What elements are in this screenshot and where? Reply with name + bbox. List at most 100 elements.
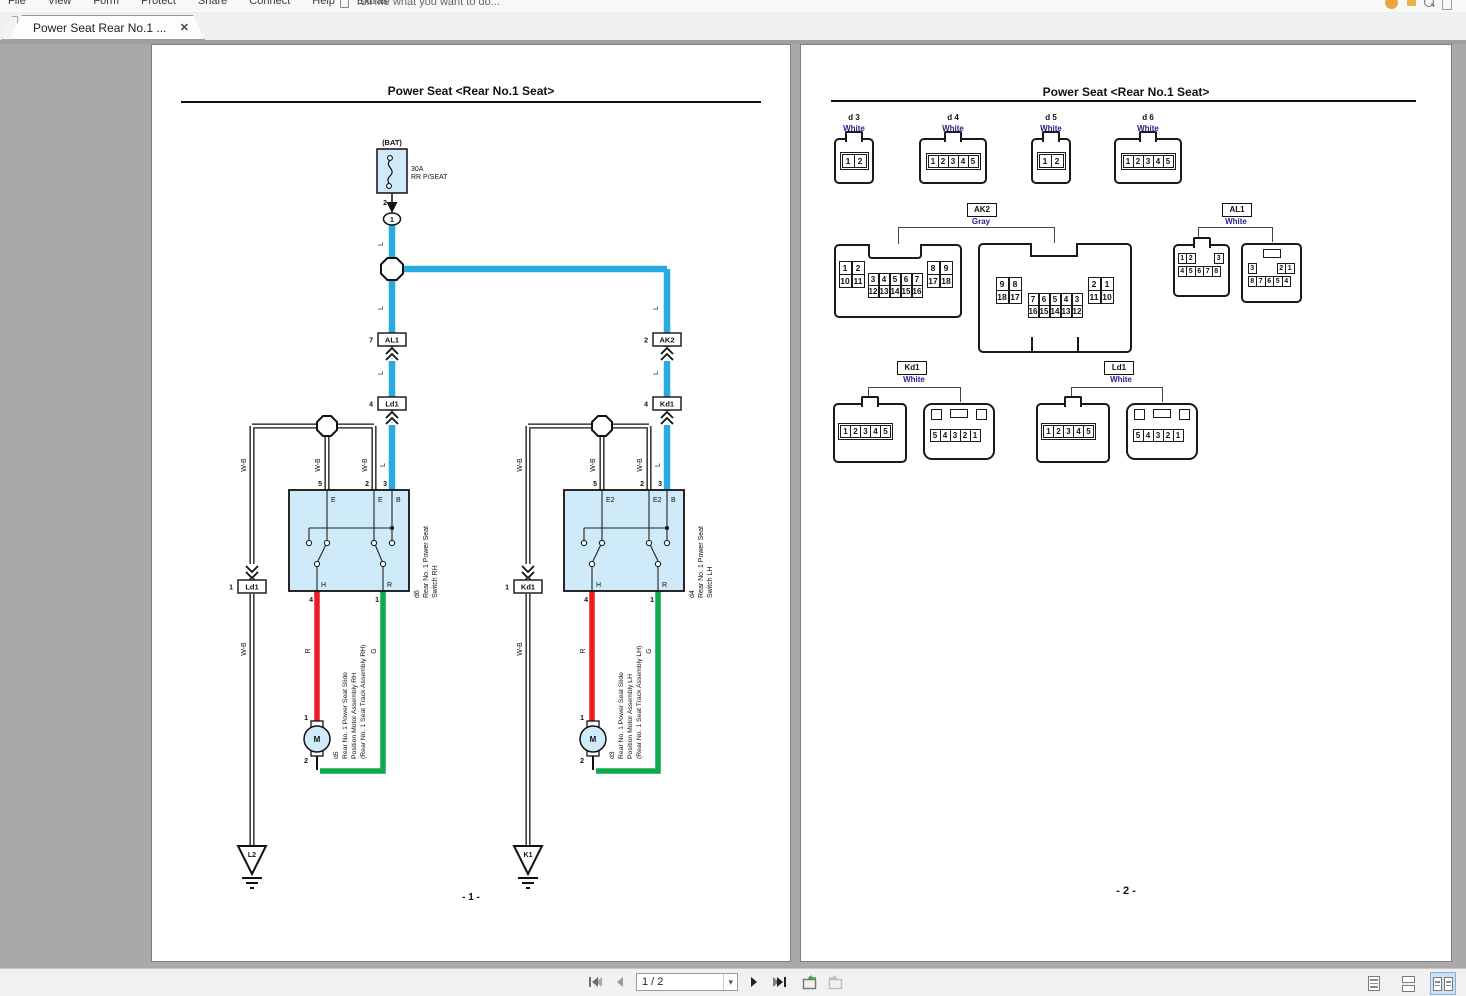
fuse-source-label: (BAT) xyxy=(382,138,402,147)
page-number-input[interactable]: 1 / 2 ▾ xyxy=(636,973,738,991)
pin-cell xyxy=(1195,253,1216,264)
fuse-node-number: 1 xyxy=(390,217,394,224)
term-e2: E xyxy=(378,497,383,504)
connector-id: d 4 xyxy=(947,113,959,122)
previous-view-button[interactable] xyxy=(801,973,819,991)
single-page-icon xyxy=(1368,976,1380,991)
connector-latch xyxy=(861,396,879,407)
connector-ld1-top: Ld1 xyxy=(385,400,398,409)
tell-me-text: Tell me what you want to do... xyxy=(355,0,500,8)
pin-cell: 15 xyxy=(1038,304,1050,318)
tell-me-box[interactable]: Tell me what you want to do... xyxy=(340,0,500,8)
account-avatar[interactable] xyxy=(1385,0,1398,9)
connector-id: d 5 xyxy=(1045,113,1057,122)
connector-al1: AL1 xyxy=(385,336,399,345)
wire-label-g: G xyxy=(371,648,378,653)
previous-page-button[interactable] xyxy=(611,973,629,991)
wire-label-l: L xyxy=(653,371,660,375)
wire-label-l: L xyxy=(653,306,660,310)
pin-5: 5 xyxy=(593,481,597,488)
page-number-value: 1 / 2 xyxy=(642,976,664,988)
connector-latch xyxy=(1064,396,1082,407)
pin-3: 3 xyxy=(383,481,387,488)
first-page-button[interactable] xyxy=(586,973,604,991)
continuous-view-button[interactable] xyxy=(1396,973,1420,994)
menu-item[interactable]: Connect xyxy=(249,0,291,7)
pin-cell: 15 xyxy=(900,284,912,298)
caret-down-icon[interactable]: ▾ xyxy=(723,974,737,990)
connector-kd1-code: Kd1 xyxy=(897,361,927,375)
bracket xyxy=(1071,387,1163,402)
menu-item[interactable]: Form xyxy=(93,0,120,7)
connector-notch xyxy=(1030,243,1078,257)
rh-switch-code: d6 xyxy=(414,590,421,598)
fuse-name: RR P/SEAT xyxy=(411,174,448,181)
last-page-button[interactable] xyxy=(770,973,788,991)
menu-bar: File View Form Protect Share Connect Help Extra… xyxy=(0,0,1466,12)
menu-item[interactable]: Share xyxy=(197,0,228,7)
menu-items: File View Form Protect Share Connect Help Extra… xyxy=(8,0,388,7)
connector-al1-code: AL1 xyxy=(1222,203,1252,217)
wire-label-l: L xyxy=(380,463,387,467)
menu-item[interactable]: View xyxy=(47,0,72,7)
pin-cell: 9 xyxy=(995,276,1009,291)
pin-cell: 8 xyxy=(1008,276,1022,291)
notification-icon[interactable] xyxy=(1407,0,1416,6)
pin-cell: 16 xyxy=(1027,304,1039,318)
single-page-view-button[interactable] xyxy=(1362,973,1386,994)
menu-item[interactable]: Help xyxy=(312,0,335,7)
pin-cell: 9 xyxy=(939,260,953,275)
next-view-button[interactable] xyxy=(826,973,844,991)
bulb-icon xyxy=(340,0,349,8)
connector-id: d 6 xyxy=(1142,113,1154,122)
connector-kd1-bottom-pin: 1 xyxy=(505,585,509,592)
connector-ld1-color: White xyxy=(1110,375,1132,384)
rh-slide-motor: M 1 2 d5 Rear No. 1 Power Seat Slide Pos… xyxy=(303,645,367,765)
ground-left-code: L2 xyxy=(248,852,256,859)
connector-tab xyxy=(1031,337,1079,353)
pin-cell: 1 xyxy=(838,260,852,275)
pin-2: 2 xyxy=(640,481,644,488)
pdf-page-1: Power Seat <Rear No.1 Seat> xyxy=(151,44,791,962)
menu-item[interactable]: File xyxy=(8,0,26,7)
connector-tab xyxy=(1153,409,1171,418)
motor-pin-1: 1 xyxy=(304,715,308,722)
facing-pages-view-button[interactable] xyxy=(1430,972,1456,995)
wire-label-wb: W-B xyxy=(362,458,369,472)
connector-ak2: AK2 xyxy=(659,336,674,345)
menu-item[interactable]: Protect xyxy=(141,0,176,7)
connector-hole xyxy=(976,409,987,420)
rh-motor-code: d5 xyxy=(333,751,340,759)
window-icon[interactable] xyxy=(1442,0,1452,10)
pin-cell: 12 xyxy=(1071,304,1083,318)
ground-right: K1 xyxy=(512,845,544,889)
pin-cell: 5 xyxy=(1162,154,1174,168)
menu-item[interactable]: Extras xyxy=(356,0,389,7)
document-tab-title: Power Seat Rear No.1 ... xyxy=(33,20,167,35)
connector-color: White xyxy=(1137,124,1159,133)
pin-cell: 1 xyxy=(1172,428,1184,442)
page1-footer: - 1 - xyxy=(462,892,480,903)
search-icon[interactable] xyxy=(1424,0,1434,7)
title-rule xyxy=(831,100,1416,102)
connector-tab xyxy=(950,409,968,418)
lh-motor-name1: Rear No. 1 Power Seat Slide xyxy=(618,672,625,759)
connector-hole xyxy=(1179,409,1190,420)
pin-cell: 1 xyxy=(1100,276,1114,291)
motor-pin-1: 1 xyxy=(580,715,584,722)
pin-4: 4 xyxy=(309,597,313,604)
tab-close-icon[interactable]: ✕ xyxy=(179,22,189,34)
pin-cell: 10 xyxy=(1100,289,1114,304)
wire-label-wb: W-B xyxy=(517,642,524,656)
pin-cell: 8 xyxy=(926,260,940,275)
document-tab[interactable]: Power Seat Rear No.1 ... ✕ xyxy=(9,15,205,40)
next-page-button[interactable] xyxy=(745,973,763,991)
